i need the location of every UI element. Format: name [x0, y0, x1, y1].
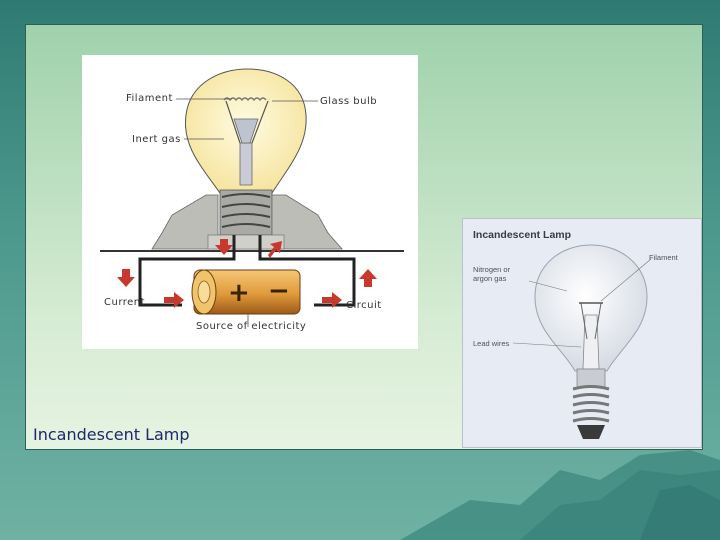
- label-filament: Filament: [126, 93, 173, 104]
- lamp-figure-title: Incandescent Lamp: [473, 229, 572, 241]
- battery-plus-sign: +: [228, 278, 250, 308]
- bulb-circuit-graphic: + −: [100, 68, 404, 327]
- lamp-label-gas-line2: argon gas: [473, 274, 507, 283]
- lamp-glass: [534, 244, 648, 372]
- label-glass-bulb: Glass bulb: [320, 96, 378, 107]
- bulb-circuit-diagram: + − Filament Glass bulb Inert gas Curren…: [82, 55, 418, 349]
- battery-minus-sign: −: [268, 276, 290, 306]
- current-arrows: [117, 239, 377, 308]
- lamp-graphic: [512, 244, 652, 439]
- label-source-of-electricity: Source of electricity: [196, 321, 307, 332]
- lamp-label-gas-line1: Nitrogen or: [473, 265, 511, 274]
- incandescent-lamp-figure: Incandescent Lamp Filament Nitrogen or a…: [462, 218, 702, 448]
- label-current: Current: [104, 297, 146, 308]
- battery: + −: [191, 269, 301, 315]
- lamp-label-lead-wires: Lead wires: [473, 339, 510, 348]
- lamp-label-filament: Filament: [649, 253, 678, 262]
- filament-coil: [223, 97, 267, 102]
- label-inert-gas: Inert gas: [132, 134, 181, 145]
- label-circuit: Circuit: [346, 300, 382, 311]
- slide-caption: Incandescent Lamp: [33, 425, 190, 444]
